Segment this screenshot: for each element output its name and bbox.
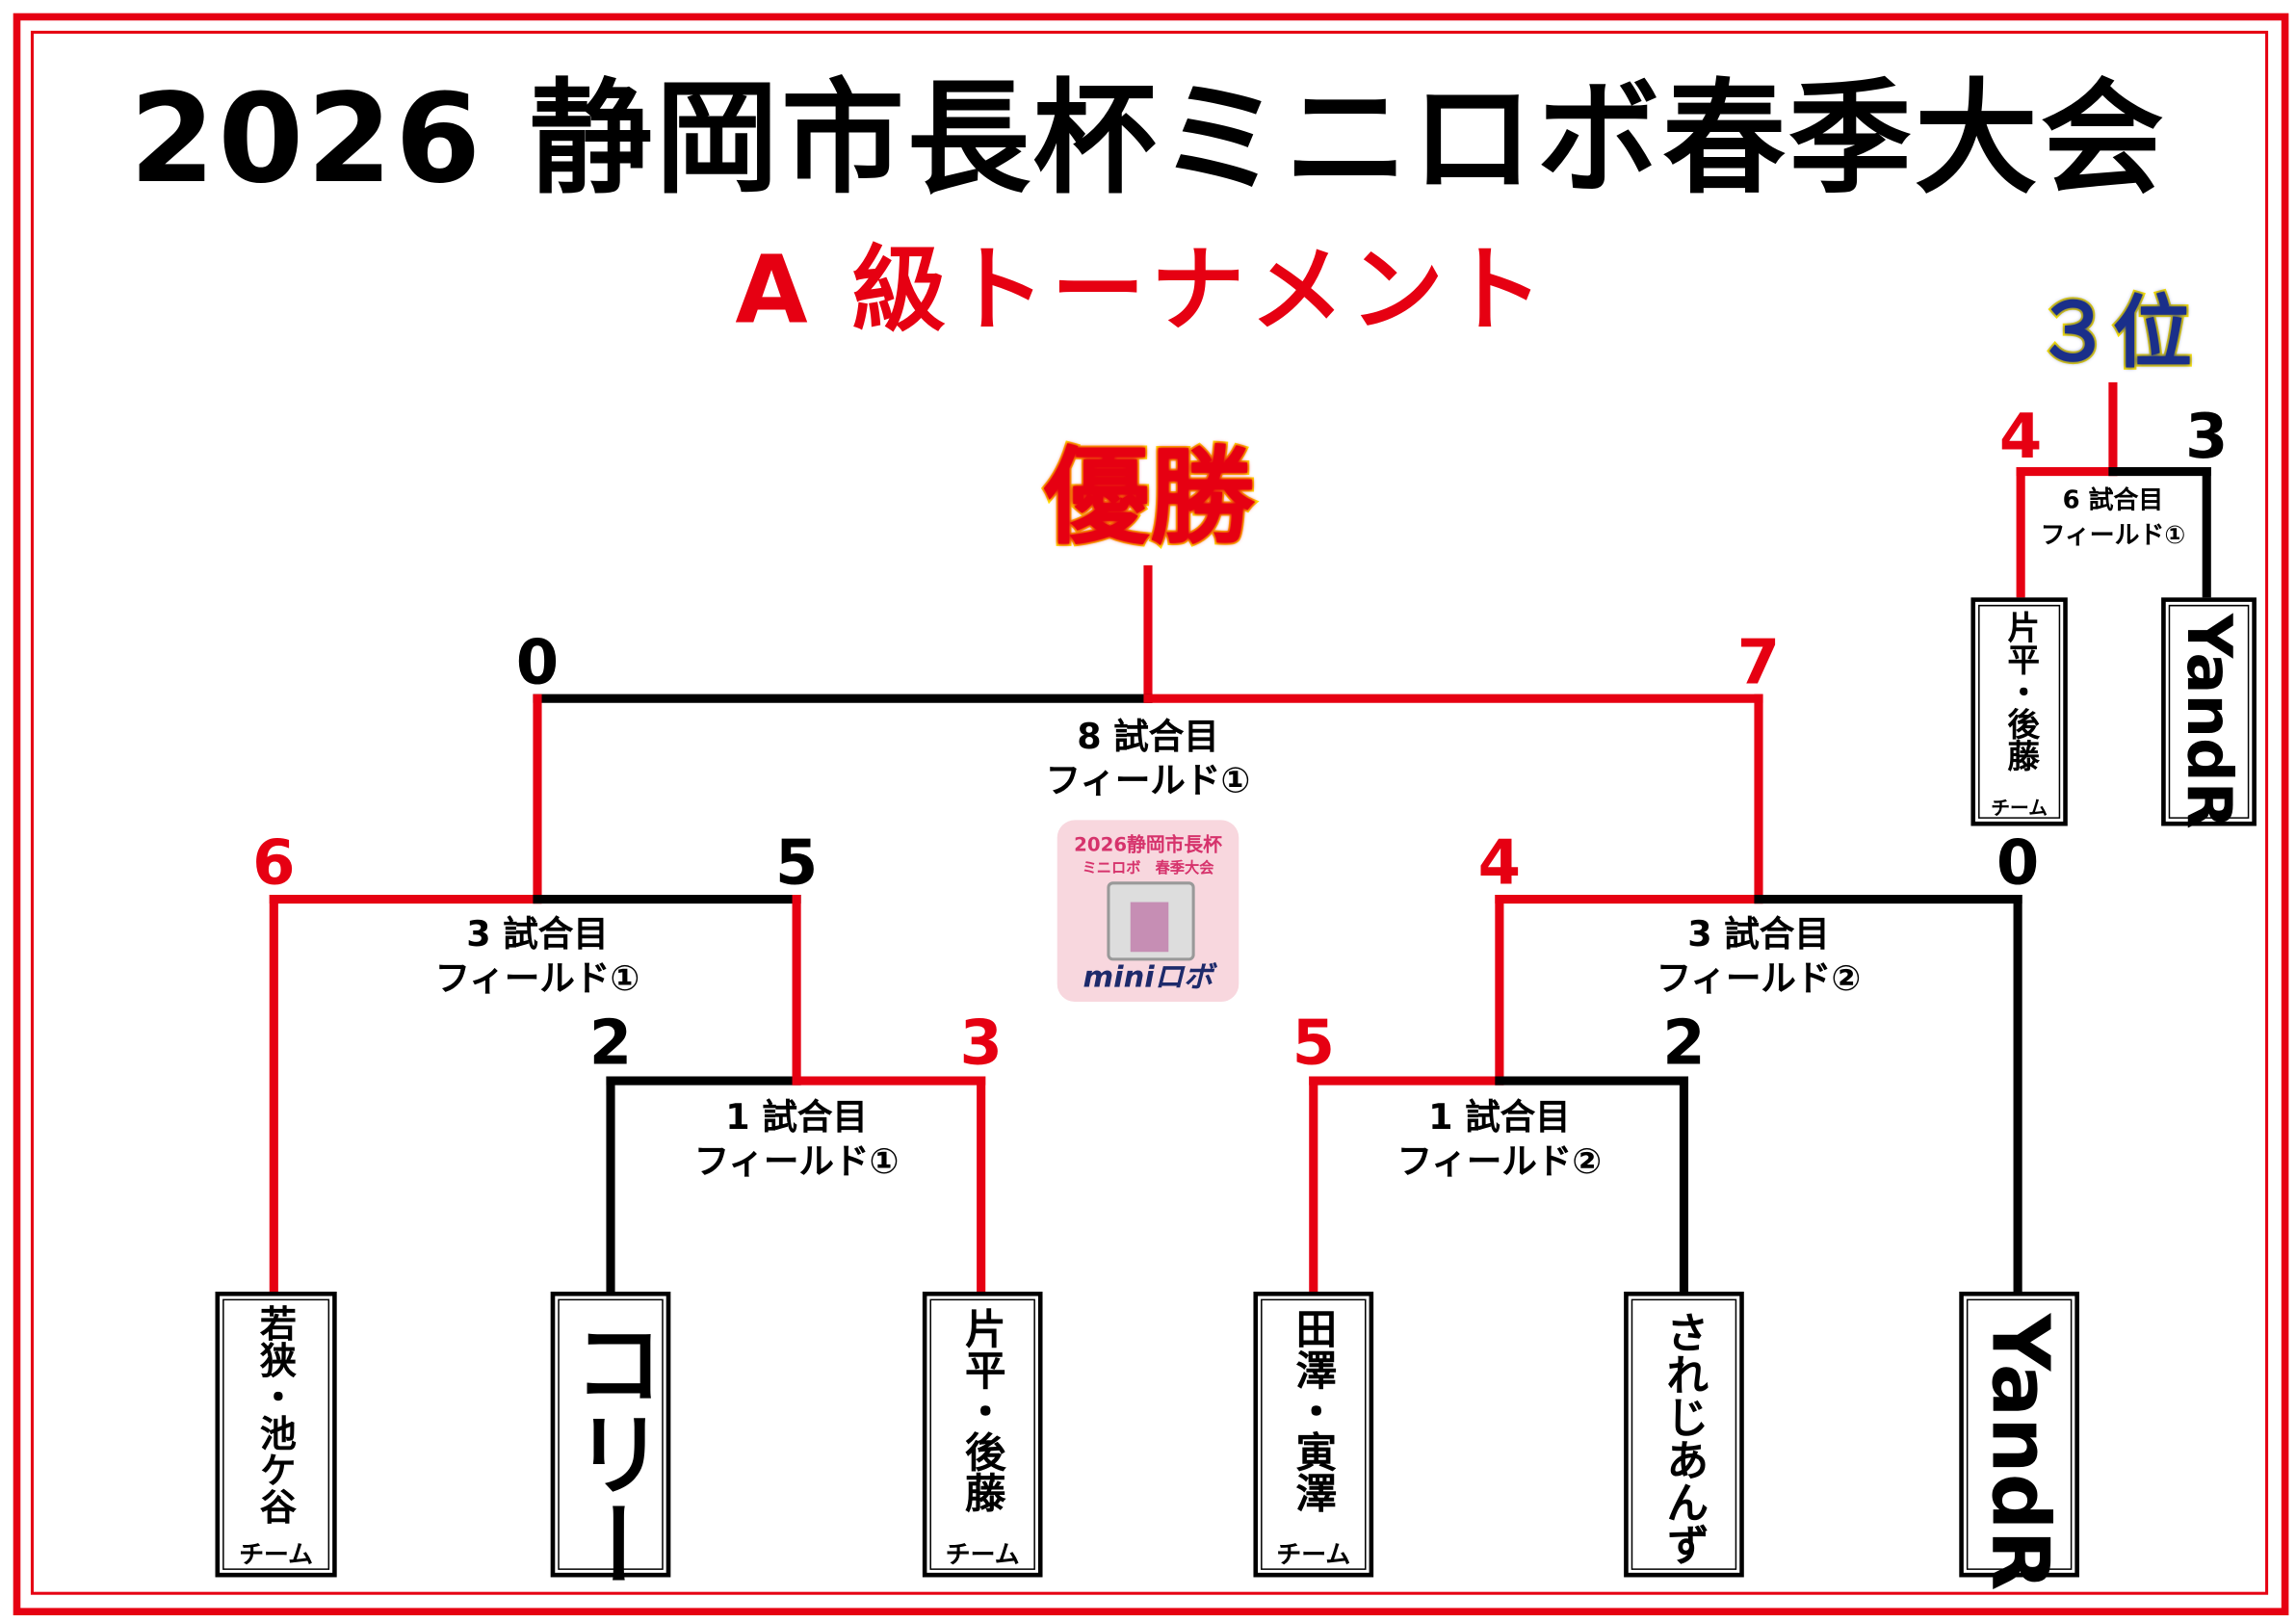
inner-border (30, 30, 2269, 1595)
third-place-label: ３位 (2032, 282, 2195, 380)
score: 2 (1662, 1007, 1706, 1079)
team-box: 片平・後藤 チーム (922, 1291, 1043, 1578)
team-name: 片平・後藤 (958, 1307, 1008, 1513)
event-logo: 2026静岡市長杯 ミニロボ 春季大会 miniロボ (1057, 820, 1239, 1002)
score: 2 (588, 1007, 633, 1079)
champion-label: 優勝 (1042, 432, 1258, 562)
match-label-6: 6 試合目フィールド① (2041, 484, 2186, 554)
team-name: YandR (2174, 614, 2246, 829)
robot-image (1107, 881, 1195, 961)
team-name: 片平・後藤 (2001, 611, 2039, 772)
team-name: 田澤・寅澤 (1290, 1307, 1339, 1513)
score: 4 (1477, 826, 1522, 899)
team-name: されじあんず (1659, 1310, 1710, 1566)
match-field: フィールド② (1656, 957, 1862, 999)
team-box: 片平・後藤 チーム (1970, 597, 2068, 826)
team-box: されじあんず (1624, 1291, 1744, 1578)
score: 7 (1736, 625, 1781, 698)
logo-line2: ミニロボ 春季大会 (1082, 860, 1214, 877)
logo-line1: 2026静岡市長杯 (1074, 834, 1222, 857)
logo-brand: miniロボ (1083, 958, 1213, 995)
match-label-1-left: 1 試合目フィールド① (694, 1095, 900, 1183)
team-box: コリー (550, 1291, 671, 1589)
match-field: フィールド① (2040, 521, 2186, 551)
match-field: フィールド① (434, 957, 640, 999)
team-name: コリー (558, 1316, 665, 1589)
team-name: YandR (1973, 1313, 2067, 1591)
score: 6 (252, 826, 296, 899)
score: 3 (959, 1007, 1003, 1079)
match-name: 8 試合目 (1077, 716, 1219, 758)
team-suffix: チーム (1276, 1540, 1351, 1570)
match-name: 3 試合目 (466, 913, 609, 955)
team-box: 田澤・寅澤 チーム (1253, 1291, 1374, 1578)
match-name: 1 試合目 (725, 1096, 868, 1139)
match-field: フィールド① (1045, 760, 1251, 801)
team-box: 若狭・池ケ谷 チーム (215, 1291, 337, 1578)
match-label-1-right: 1 試合目フィールド② (1397, 1095, 1603, 1183)
score: 3 (2185, 400, 2229, 473)
match-name: 6 試合目 (2062, 485, 2164, 516)
poster-subtitle: A 級トーナメント (735, 237, 1550, 346)
score: 0 (1996, 826, 2040, 899)
score: 0 (515, 625, 560, 698)
team-box: YandR (2161, 597, 2257, 829)
match-field: フィールド① (693, 1140, 900, 1182)
outer-border (13, 13, 2289, 1616)
score: 5 (774, 826, 819, 899)
match-label-3-left: 3 試合目フィールド① (435, 912, 640, 1000)
team-name: 若狭・池ケ谷 (254, 1304, 298, 1525)
match-name: 3 試合目 (1687, 913, 1830, 955)
team-box: YandR (1959, 1291, 2079, 1591)
team-suffix: チーム (1991, 798, 2048, 821)
score: 4 (1998, 400, 2043, 473)
match-label-3-right: 3 試合目フィールド② (1657, 912, 1862, 1000)
poster-title: 2026 静岡市長杯ミニロボ春季大会 (129, 66, 2167, 211)
score: 5 (1292, 1007, 1336, 1079)
match-name: 1 試合目 (1428, 1096, 1571, 1139)
team-suffix: チーム (239, 1540, 313, 1570)
team-suffix: チーム (945, 1540, 1020, 1570)
match-label-8: 8 試合目フィールド① (1046, 715, 1251, 802)
match-field: フィールド② (1396, 1140, 1603, 1182)
